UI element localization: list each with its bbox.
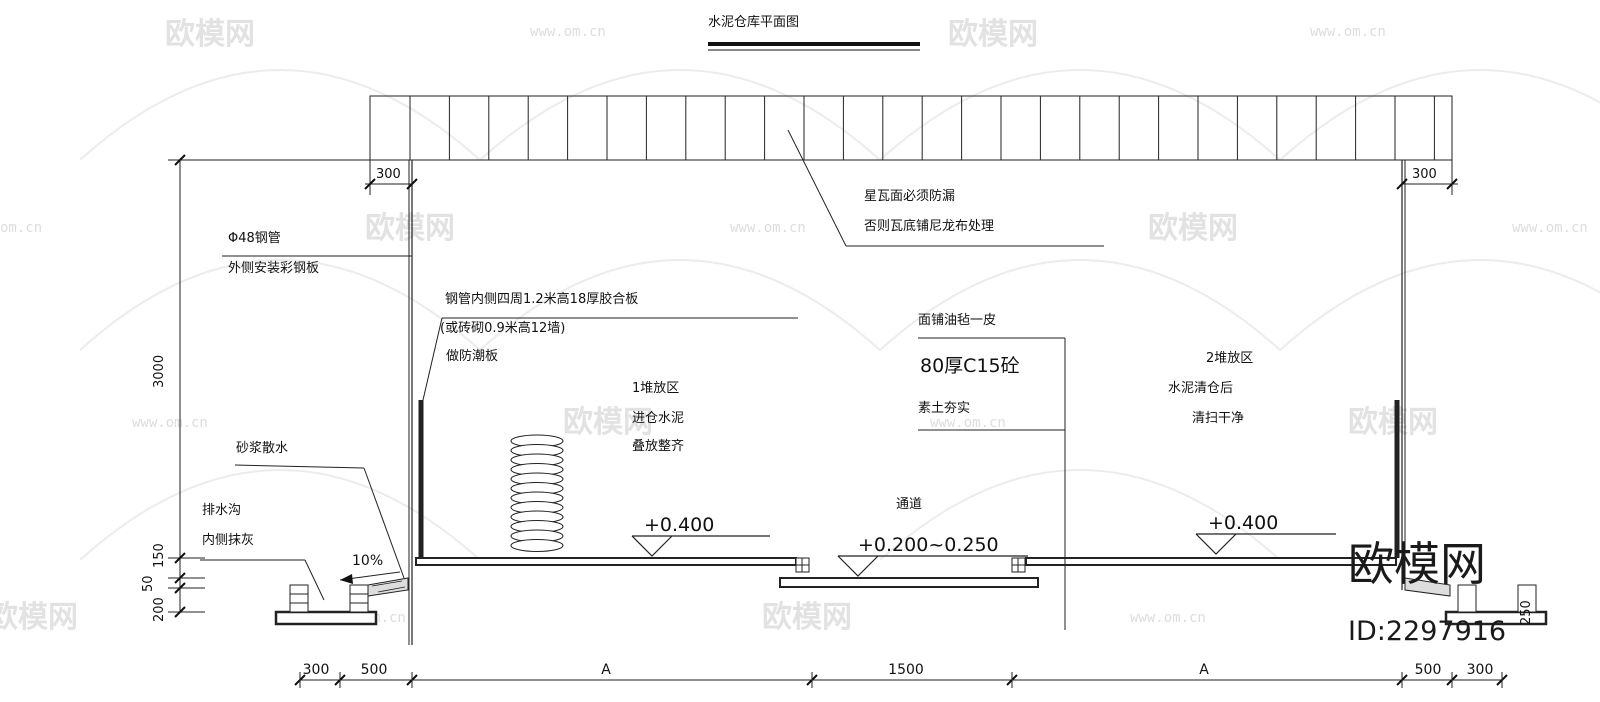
bottom-dimension-label: 500 [1415, 662, 1442, 678]
watermark-id: ID:2297916 [1348, 616, 1506, 647]
note-drain-1: 排水沟 [202, 503, 241, 518]
dimension-ticks [174, 154, 1508, 688]
bottom-dimension-labels: 300 500 A 1500 A 500 300 [303, 662, 1494, 678]
note-zone1-3: 叠放整齐 [632, 438, 684, 454]
mortar-apron [367, 577, 409, 597]
bottom-dimension-label: A [601, 662, 611, 678]
leader-lines [200, 129, 1104, 630]
dim-200: 200 [152, 597, 167, 622]
watermark-url: www.om.cn [132, 415, 208, 431]
bottom-dimension-label: 300 [1467, 662, 1494, 678]
watermark-brand: 欧模网 [762, 600, 852, 635]
slope-arrow [340, 574, 353, 584]
watermark-brand: 欧模网 [365, 211, 455, 246]
drain-base [274, 610, 378, 626]
watermark-brand: 欧模网 [165, 17, 255, 52]
note-pipe-1: Φ48钢管 [228, 231, 281, 246]
watermark-url: www.om.cn [530, 24, 606, 40]
watermark-brand: 欧模网 [563, 405, 653, 440]
dimension-tick [174, 552, 186, 564]
floor-slab-right [1025, 557, 1397, 566]
watermark-brand: 欧模网 [948, 17, 1038, 52]
roof-tiles [369, 95, 1453, 161]
note-zone2-1: 2堆放区 [1206, 351, 1253, 366]
watermark-brand: 欧模网 [1348, 405, 1438, 440]
watermark-brand: 欧模网 [0, 600, 78, 635]
slope-label: 10% [352, 553, 383, 569]
note-zone2-2: 水泥清仓后 [1168, 381, 1233, 396]
bottom-dimension-label: 300 [303, 662, 330, 678]
watermark-layer: 欧模网 欧模网 欧模网 欧模网 欧模网 欧模网 欧模网 欧模网 www.om.c… [0, 17, 1600, 635]
note-floor-3: 素土夯实 [918, 401, 970, 416]
drawing-title: 水泥仓库平面图 [708, 14, 799, 30]
watermark-url: www.om.cn [1130, 610, 1206, 626]
left-drain [274, 577, 409, 626]
aisle-slab [779, 577, 1039, 588]
watermark-url: www.om.cn [730, 220, 806, 236]
watermark-url-short: om.cn [0, 220, 42, 236]
note-board-2: (或砖砌0.9米高12墙) [440, 320, 565, 336]
dimension-lines [168, 159, 1502, 681]
note-roof-1: 星瓦面必须防漏 [864, 188, 955, 204]
bottom-dimension-label: 500 [361, 662, 388, 678]
dimension-tick [174, 582, 186, 594]
note-drain-2: 内侧抹灰 [202, 532, 254, 548]
note-floor-1: 面铺油毡一皮 [918, 313, 996, 328]
building-frame [408, 160, 1406, 645]
watermark-url: www.om.cn [1512, 220, 1588, 236]
dimension-tick [1396, 178, 1408, 190]
dim-height: 3000 [152, 355, 167, 388]
watermark-brand: 欧模网 [1148, 211, 1238, 246]
annotations: 星瓦面必须防漏 否则瓦底铺尼龙布处理 Φ48钢管 外侧安装彩钢板 钢管内侧四周1… [202, 188, 1278, 569]
note-board-1: 钢管内侧四周1.2米高18厚胶合板 [445, 291, 638, 307]
cement-bag [510, 539, 564, 552]
note-zone2-3: 清扫干净 [1192, 411, 1244, 426]
elevation-left: +0.400 [644, 514, 714, 536]
right-drain [1404, 577, 1548, 626]
dimension-tick [174, 606, 186, 618]
note-pipe-2: 外侧安装彩钢板 [228, 261, 319, 276]
elevation-markers [631, 533, 1336, 577]
dim-150: 150 [152, 543, 167, 568]
dimension-tick [364, 178, 376, 190]
bottom-dimension-label: 1500 [888, 662, 924, 678]
note-aisle: 通道 [896, 497, 922, 512]
note-board-3: 做防潮板 [446, 348, 498, 364]
watermark-brand-large: 欧模网 [1348, 537, 1486, 591]
dimension-tick [406, 178, 418, 190]
watermark-url: www.om.cn [930, 415, 1006, 431]
dim-250: 250 [1519, 600, 1534, 625]
dim-50: 50 [141, 575, 156, 592]
floor-slabs [415, 557, 1397, 588]
note-roof-2: 否则瓦底铺尼龙布处理 [864, 218, 994, 234]
note-mortar: 砂浆散水 [236, 441, 288, 456]
elevation-aisle: +0.200~0.250 [858, 534, 999, 556]
dimension-tick [174, 572, 186, 584]
note-zone1-2: 进仓水泥 [632, 411, 684, 426]
elevation-right: +0.400 [1208, 512, 1278, 534]
bottom-dimension-label: A [1199, 662, 1209, 678]
dim-overhang-right: 300 [1412, 167, 1437, 182]
watermark-url: www.om.cn [1310, 24, 1386, 40]
floor-slab-left [415, 557, 797, 566]
note-zone1-1: 1堆放区 [632, 381, 679, 396]
cement-bag-stack [510, 434, 564, 552]
note-floor-2: 80厚C15砼 [920, 355, 1020, 377]
dim-overhang-left: 300 [376, 167, 401, 182]
dimension-tick [1446, 178, 1458, 190]
dimension-tick [174, 154, 186, 166]
